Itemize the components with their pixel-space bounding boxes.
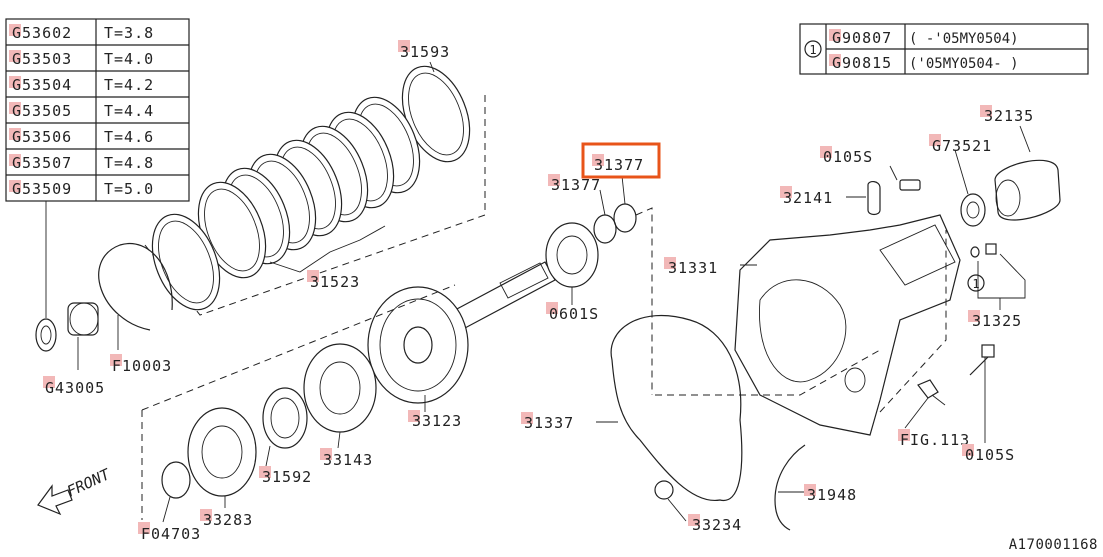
part-label-f10003[interactable]: F10003 bbox=[112, 357, 172, 375]
gasket bbox=[610, 315, 743, 501]
ref-circle-icon bbox=[804, 40, 822, 58]
part-label-33234[interactable]: 33234 bbox=[692, 516, 742, 534]
seal-ring bbox=[613, 203, 637, 233]
table-row-thickness: T=4.4 bbox=[104, 102, 154, 120]
breather-pipe bbox=[774, 444, 806, 531]
retainer bbox=[187, 407, 257, 497]
piston bbox=[303, 343, 377, 433]
table-row-part[interactable]: G53602 bbox=[12, 24, 72, 42]
ref-row-part[interactable]: G90815 bbox=[832, 54, 892, 72]
table-row-part[interactable]: G53509 bbox=[12, 180, 72, 198]
part-label-31592[interactable]: 31592 bbox=[262, 468, 312, 486]
bolt-icon bbox=[981, 344, 995, 358]
part-label-31331[interactable]: 31331 bbox=[668, 259, 718, 277]
thrust-washer bbox=[35, 318, 57, 352]
table-row-part[interactable]: G53506 bbox=[12, 128, 72, 146]
dust-boot bbox=[994, 159, 1061, 221]
part-label-g43005[interactable]: G43005 bbox=[45, 379, 105, 397]
table-row-part[interactable]: G53503 bbox=[12, 50, 72, 68]
part-label-31337[interactable]: 31337 bbox=[524, 414, 574, 432]
output-shaft bbox=[454, 222, 599, 329]
highlight-box bbox=[581, 142, 661, 179]
oil-seal bbox=[654, 480, 674, 500]
oil-seal-rear bbox=[960, 193, 986, 227]
part-label-31593[interactable]: 31593 bbox=[400, 43, 450, 61]
figure-reference-113[interactable]: FIG.113 bbox=[900, 431, 970, 449]
table-row-thickness: T=3.8 bbox=[104, 24, 154, 42]
part-label-f04703[interactable]: F04703 bbox=[141, 525, 201, 543]
bolt-icon bbox=[899, 179, 921, 191]
table-row-thickness: T=4.2 bbox=[104, 76, 154, 94]
ref-row-range: ('05MY0504- ) bbox=[909, 56, 1019, 72]
part-label-0105s-top[interactable]: 0105S bbox=[823, 148, 873, 166]
thickness-table: G53602 T=3.8 G53503 T=4.0 G53504 T=4.2 G… bbox=[5, 18, 190, 202]
table-row-thickness: T=4.8 bbox=[104, 154, 154, 172]
part-label-31523[interactable]: 31523 bbox=[310, 273, 360, 291]
part-label-31325[interactable]: 31325 bbox=[972, 312, 1022, 330]
part-label-0105s-bottom[interactable]: 0105S bbox=[965, 446, 1015, 464]
part-label-33143[interactable]: 33143 bbox=[323, 451, 373, 469]
clutch-drum bbox=[367, 286, 469, 404]
diagram-id: A170001168 bbox=[1009, 537, 1098, 553]
ball-bearing bbox=[545, 222, 599, 288]
seal-ring bbox=[593, 214, 617, 244]
part-label-g73521[interactable]: G73521 bbox=[932, 137, 992, 155]
table-row-part[interactable]: G53505 bbox=[12, 102, 72, 120]
part-label-31377-highlighted[interactable]: 31377 bbox=[594, 156, 644, 174]
extension-case bbox=[734, 214, 961, 436]
ref-row-part[interactable]: G90807 bbox=[832, 29, 892, 47]
table-row-thickness: T=5.0 bbox=[104, 180, 154, 198]
table-row-part[interactable]: G53507 bbox=[12, 154, 72, 172]
part-label-0601s[interactable]: 0601S bbox=[549, 305, 599, 323]
pressure-plate bbox=[151, 213, 221, 311]
ref-number: 1 bbox=[809, 43, 816, 57]
table-row-thickness: T=4.0 bbox=[104, 50, 154, 68]
part-label-33123[interactable]: 33123 bbox=[412, 412, 462, 430]
circle-ref-label: 1 bbox=[972, 277, 979, 291]
part-label-33283[interactable]: 33283 bbox=[203, 511, 253, 529]
part-label-32135[interactable]: 32135 bbox=[984, 107, 1034, 125]
part-label-32141[interactable]: 32141 bbox=[783, 189, 833, 207]
snap-ring bbox=[98, 242, 173, 331]
return-spring bbox=[262, 387, 308, 449]
snap-ring-small bbox=[161, 461, 191, 499]
table-row-thickness: T=4.6 bbox=[104, 128, 154, 146]
clutch-plate-stack bbox=[144, 65, 486, 316]
reference-table: 1 G90807 ( -'05MY0504) G90815 ('05MY0504… bbox=[799, 23, 1089, 75]
table-row-part[interactable]: G53504 bbox=[12, 76, 72, 94]
ref-circle-icon bbox=[967, 274, 985, 292]
ref-row-range: ( -'05MY0504) bbox=[909, 31, 1019, 47]
part-label-31948[interactable]: 31948 bbox=[807, 486, 857, 504]
bracket bbox=[867, 181, 881, 216]
part-label-31377[interactable]: 31377 bbox=[551, 176, 601, 194]
front-label: FRONT bbox=[64, 465, 113, 501]
front-arrow-icon: FRONT bbox=[37, 465, 113, 516]
